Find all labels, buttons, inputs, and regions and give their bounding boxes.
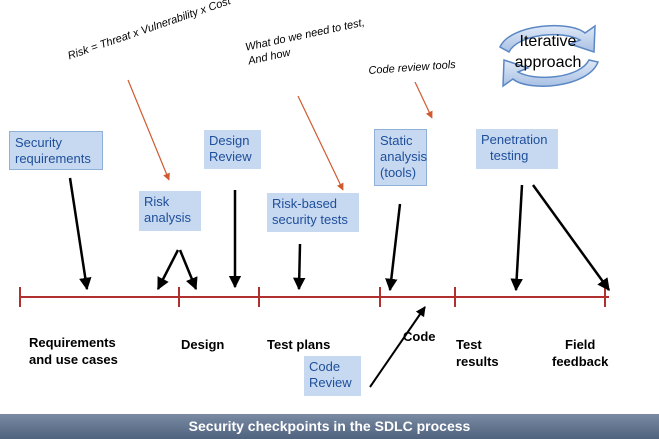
- phase-line: Requirements: [29, 335, 116, 350]
- box-line: Risk: [144, 194, 170, 209]
- phase-line: Design: [181, 337, 225, 352]
- box-line: Risk-based: [272, 196, 338, 211]
- phase-line: Code: [403, 329, 436, 344]
- phase-code: Code: [403, 328, 436, 345]
- arrow-risk-right: [178, 249, 198, 291]
- box-line: Static: [380, 133, 413, 148]
- iterative-line: Iterative: [519, 33, 577, 50]
- phase-line: feedback: [552, 354, 609, 369]
- iterative-line: approach: [514, 54, 582, 71]
- arrow-risk-left: [156, 249, 180, 291]
- security-requirements-box: Security requirements: [9, 131, 103, 170]
- design-review-box: Design Review: [204, 130, 261, 169]
- arrow-test-plans: [293, 243, 306, 291]
- arrow-requirements: [68, 177, 92, 291]
- box-line: Review: [209, 149, 252, 164]
- phase-line: results: [456, 354, 499, 369]
- risk-formula-arrow: [127, 79, 170, 181]
- phase-line: Field: [565, 337, 596, 352]
- arrow-field-feedback: [531, 184, 611, 292]
- test-question-arrow: [297, 95, 344, 191]
- risk-based-tests-box: Risk-based security tests: [267, 193, 359, 232]
- arrow-penetration: [510, 184, 524, 292]
- box-line: Review: [309, 375, 352, 390]
- phase-requirements: Requirements and use cases: [29, 334, 118, 368]
- box-line: testing: [490, 148, 529, 163]
- penetration-testing-box: Penetration testing: [476, 129, 558, 169]
- phase-test-results: Test results: [456, 336, 499, 370]
- box-line: (tools): [380, 165, 417, 180]
- static-analysis-box: Static analysis (tools): [374, 129, 427, 186]
- phase-line: Test: [456, 337, 482, 352]
- phase-line: and use cases: [29, 352, 118, 367]
- checkpoint-arrows: [68, 177, 611, 388]
- box-line: Code: [309, 359, 341, 374]
- box-line: security tests: [272, 212, 348, 227]
- box-line: analysis: [144, 210, 191, 225]
- box-line: analysis: [380, 149, 427, 164]
- iterative-approach-label: Iterative approach: [498, 31, 598, 73]
- phase-line: Test plans: [267, 337, 331, 352]
- diagram-caption: Security checkpoints in the SDLC process: [0, 414, 659, 439]
- box-line: Penetration: [481, 132, 548, 147]
- box-line: Design: [209, 133, 250, 148]
- phase-field-feedback: Field feedback: [552, 336, 608, 370]
- phase-design: Design: [181, 336, 224, 353]
- risk-analysis-box: Risk analysis: [139, 191, 201, 231]
- iterative-cycle-icon: [499, 24, 600, 88]
- sdlc-timeline: [19, 287, 609, 307]
- box-line: requirements: [15, 151, 91, 166]
- arrow-static-analysis: [385, 203, 402, 292]
- box-line: Security: [15, 135, 62, 150]
- code-review-box: Code Review: [304, 356, 361, 396]
- phase-test-plans: Test plans: [267, 336, 330, 353]
- arrow-code-review: [369, 306, 426, 388]
- code-review-tools-arrow: [414, 81, 433, 119]
